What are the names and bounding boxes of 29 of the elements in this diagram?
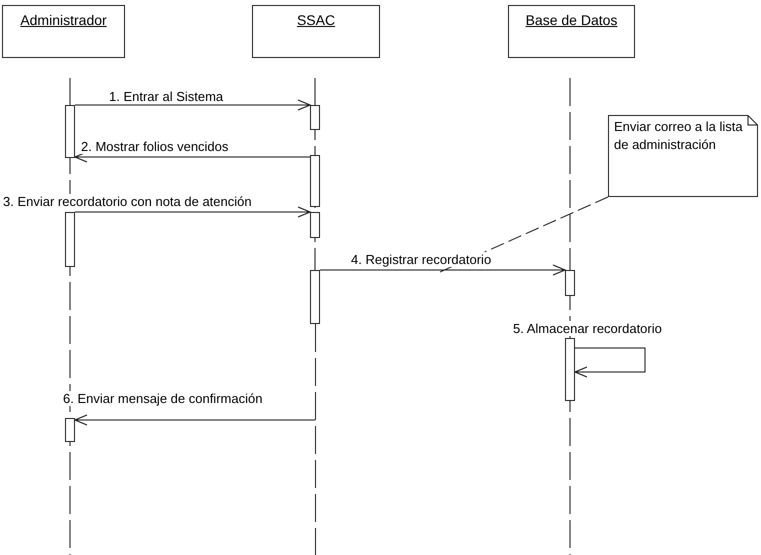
participant-box <box>508 5 635 58</box>
message-label: 2. Mostrar folios vencidos <box>80 139 230 154</box>
message-label: 4. Registrar recordatorio <box>350 252 492 267</box>
message-arrow <box>74 99 311 111</box>
message-arrow <box>74 206 311 218</box>
message-arrow <box>74 414 316 426</box>
participant-box <box>2 5 125 58</box>
participant-name: SSAC <box>296 12 336 28</box>
note <box>608 115 758 197</box>
message-label: 3. Enviar recordatorio con nota de atención <box>2 194 253 209</box>
message-label: 5. Almacenar recordatorio <box>512 321 663 336</box>
activation-bar <box>65 105 75 158</box>
message-arrow <box>320 264 566 276</box>
note-text: Enviar correo a la lista de administración <box>614 118 744 154</box>
activation-bar <box>565 338 575 401</box>
activation-bar <box>65 212 75 267</box>
participant-box <box>252 5 380 58</box>
self-message-arrow <box>574 348 646 378</box>
activation-bar <box>565 270 575 296</box>
participant-name: Administrador <box>20 12 107 28</box>
lifeline <box>315 324 316 555</box>
message-label: 1. Entrar al Sistema <box>108 89 224 104</box>
participant-name: Base de Datos <box>526 12 618 28</box>
activation-bar <box>310 270 320 324</box>
activation-bar <box>310 105 320 130</box>
activation-bar <box>65 418 75 442</box>
activation-bar <box>310 212 320 238</box>
message-label: 6. Enviar mensaje de confirmación <box>62 391 264 406</box>
activation-bar <box>310 155 320 207</box>
